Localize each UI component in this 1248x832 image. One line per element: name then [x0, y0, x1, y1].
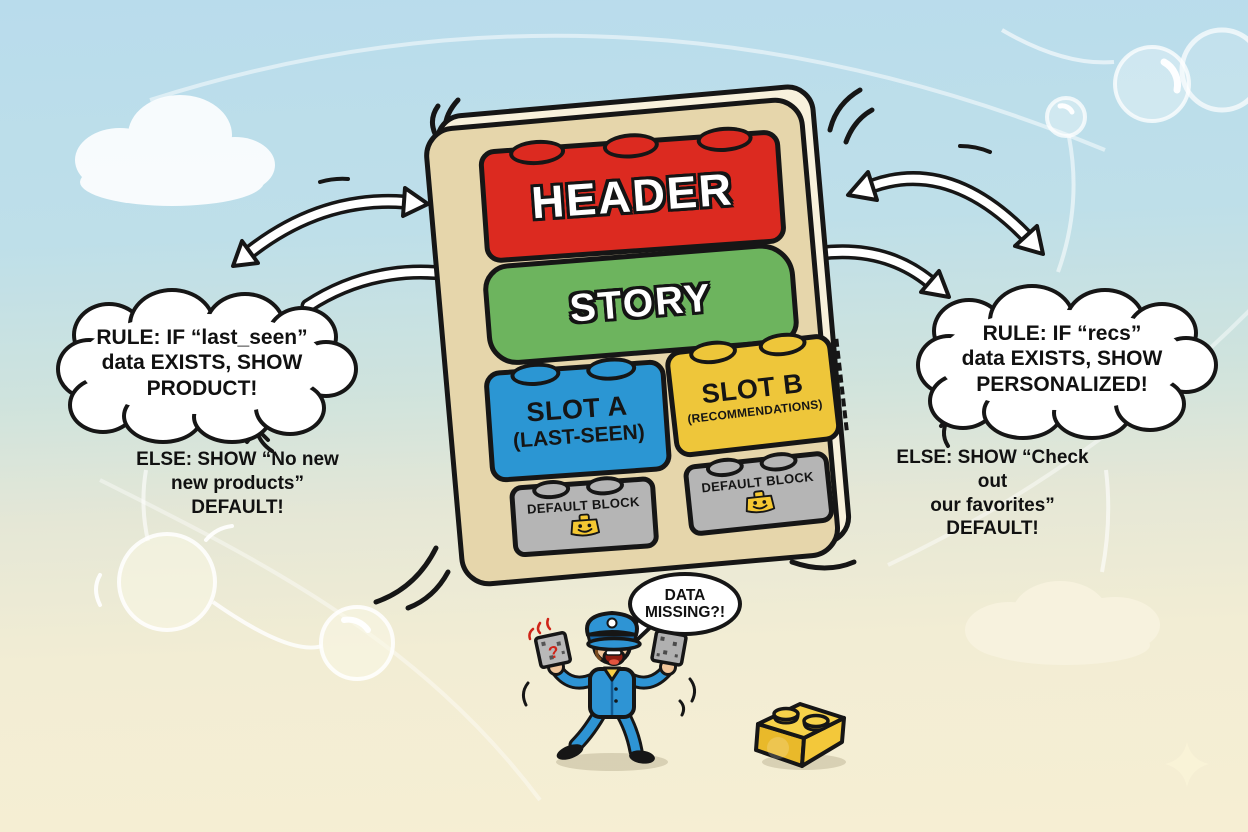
bubble	[1179, 27, 1248, 113]
sparkle-icon	[1165, 742, 1209, 787]
slot-a-brick: SLOT A (LAST-SEEN)	[483, 355, 673, 484]
motion-lines	[521, 677, 697, 717]
sky-arc	[1100, 469, 1111, 573]
cloud-core	[940, 310, 1184, 410]
brick-stud	[602, 131, 660, 161]
static-cube-icon	[650, 629, 688, 667]
sky-arc	[149, 33, 1106, 152]
left-else-text: ELSE: SHOW “No new new products” DEFAULT…	[136, 449, 339, 518]
header-brick: HEADER	[477, 124, 788, 264]
cap-emblem	[606, 617, 618, 629]
slot-b-brick: SLOT B (RECOMMENDATIONS)	[663, 330, 849, 459]
thought-cloud-right: RULE: IF “recs” data EXISTS, SHOW PERSON…	[916, 284, 1218, 440]
speech-bubble-text: DATA MISSING?!	[644, 586, 726, 621]
default-block-left: DEFAULT BLOCK	[508, 475, 660, 558]
question-mark: ?	[547, 642, 561, 663]
header-label: HEADER	[529, 163, 735, 229]
conductor-character: ?	[521, 611, 697, 771]
story-label: STORY	[568, 276, 714, 331]
lego-brick-ground	[754, 702, 846, 770]
cloud-core	[80, 314, 324, 414]
page-layout-panel: HEADER STORY SLOT A (LAST-SEEN) SLOT B (…	[432, 82, 854, 576]
bubble	[319, 605, 395, 681]
bubble	[1045, 96, 1087, 138]
bubble-cluster	[1000, 27, 1248, 273]
bubble	[117, 532, 217, 632]
shoe	[556, 744, 584, 760]
sky-arc	[99, 478, 542, 802]
left-rule-text: RULE: IF “last_seen” data EXISTS, SHOW P…	[96, 325, 308, 400]
right-else-text: ELSE: SHOW “Check out our favorites” DEF…	[896, 447, 1089, 540]
question-cube-icon: ?	[534, 631, 572, 669]
brick-stud	[585, 355, 637, 383]
double-arrow-right	[846, 144, 1045, 256]
brick-stud	[509, 361, 562, 388]
smiley-icon	[570, 513, 600, 536]
shoe	[629, 750, 655, 764]
cap-brim	[586, 636, 642, 652]
cloud	[75, 95, 275, 206]
bubble-cluster	[94, 469, 395, 681]
brick-stud	[585, 475, 625, 497]
double-arrow-left	[231, 176, 430, 268]
thought-cloud-left: RULE: IF “last_seen” data EXISTS, SHOW P…	[56, 288, 358, 444]
brick-stud	[695, 124, 754, 154]
right-rule-text: RULE: IF “recs” data EXISTS, SHOW PERSON…	[961, 321, 1163, 396]
brick-stud	[531, 478, 571, 501]
default-block-right: DEFAULT BLOCK	[682, 450, 836, 537]
smiley-icon	[745, 489, 776, 513]
brick-stud	[508, 138, 566, 167]
cloud	[965, 581, 1160, 665]
alarm-marks	[528, 617, 552, 641]
collar	[602, 666, 622, 682]
